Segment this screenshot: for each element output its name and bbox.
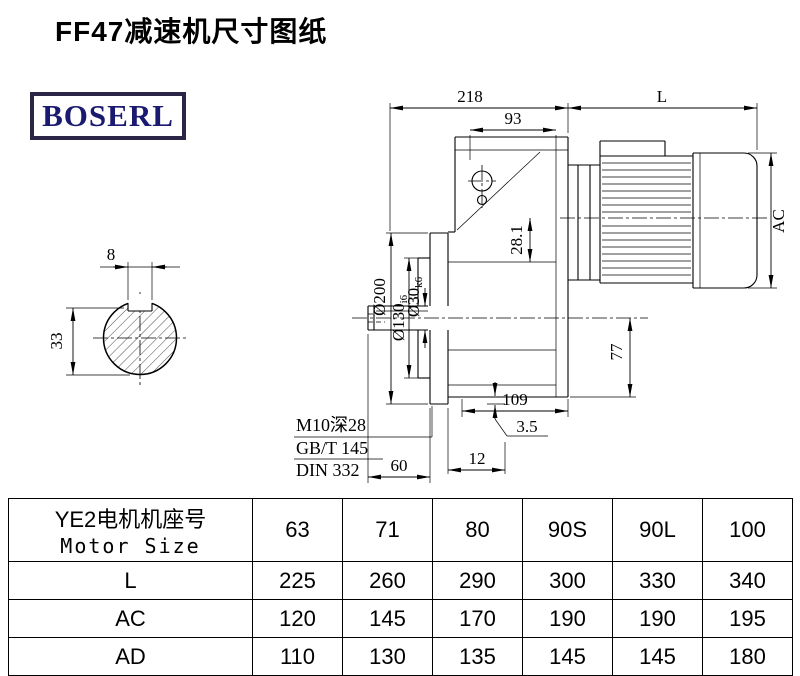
value-cell: 120 bbox=[252, 599, 343, 638]
reducer-side-view: 218 L 93 AC bbox=[294, 87, 788, 483]
size-col-71: 71 bbox=[342, 498, 433, 562]
table-row-AC: AC 120 145 170 190 190 195 bbox=[8, 599, 793, 638]
note-gb: GB/T 145 bbox=[296, 438, 368, 458]
fan-cowl bbox=[693, 152, 758, 289]
dim-lip-thickness: 3.5 bbox=[516, 417, 537, 436]
table-header-row: YE2电机机座号 Motor Size 63 71 80 90S 90L 100 bbox=[8, 498, 793, 562]
dim-motor-length: L bbox=[657, 87, 667, 106]
dim-218: 218 bbox=[389, 87, 569, 231]
gear-housing bbox=[448, 136, 569, 398]
dim-12: 12 bbox=[447, 408, 506, 474]
dim-60: 60 bbox=[367, 334, 431, 483]
motor-size-table: YE2电机机座号 Motor Size 63 71 80 90S 90L 100… bbox=[8, 498, 793, 676]
value-cell: 180 bbox=[702, 637, 793, 676]
mounting-flange bbox=[417, 232, 449, 405]
dim-housing-top: 93 bbox=[505, 109, 522, 128]
dim-28-1: 28.1 bbox=[507, 218, 533, 262]
value-cell: 260 bbox=[342, 561, 433, 600]
size-col-100: 100 bbox=[702, 498, 793, 562]
value-cell: 195 bbox=[702, 599, 793, 638]
motor-adapter bbox=[568, 164, 600, 281]
note-din: DIN 332 bbox=[296, 460, 360, 480]
dim-top-width: 218 bbox=[457, 87, 483, 106]
dim-spigot-diameter: Ø130i6 bbox=[389, 257, 418, 379]
size-col-90S: 90S bbox=[522, 498, 613, 562]
dim-77: 77 bbox=[570, 318, 636, 398]
value-cell: 190 bbox=[522, 599, 613, 638]
dim-bore-text: 28.1 bbox=[507, 225, 526, 255]
dim-AC: AC bbox=[748, 152, 788, 289]
page-title: FF47减速机尺寸图纸 bbox=[55, 16, 328, 47]
dim-3-5: 3.5 bbox=[487, 382, 548, 437]
note-tap: M10深28 bbox=[296, 415, 366, 435]
dim-motor-diameter: AC bbox=[769, 209, 788, 233]
value-cell: 135 bbox=[432, 637, 523, 676]
shaft-section-circle bbox=[102, 300, 178, 376]
dim-93: 93 bbox=[469, 109, 557, 160]
row-label-L: L bbox=[8, 561, 253, 600]
dim-key-height: 33 bbox=[47, 333, 66, 350]
row-label-AD: AD bbox=[8, 637, 253, 676]
dim-shaft-diameter-text: Ø30k6 bbox=[404, 276, 425, 317]
dim-foot-width: 109 bbox=[502, 390, 528, 409]
dim-axis-to-bottom: 77 bbox=[607, 343, 626, 361]
shaft-section-view: 8 33 bbox=[47, 245, 187, 386]
brand-logo: BOSERL bbox=[30, 92, 186, 140]
dim-key-width: 8 bbox=[107, 245, 116, 264]
size-col-63: 63 bbox=[252, 498, 343, 562]
size-col-90L: 90L bbox=[612, 498, 703, 562]
value-cell: 145 bbox=[342, 599, 433, 638]
value-cell: 340 bbox=[702, 561, 793, 600]
value-cell: 300 bbox=[522, 561, 613, 600]
value-cell: 330 bbox=[612, 561, 703, 600]
value-cell: 170 bbox=[432, 599, 523, 638]
row-label-AC: AC bbox=[8, 599, 253, 638]
value-cell: 290 bbox=[432, 561, 523, 600]
value-cell: 190 bbox=[612, 599, 703, 638]
motor-size-header-en: Motor Size bbox=[60, 534, 201, 558]
dim-spigot-diameter-text: Ø130i6 bbox=[389, 294, 410, 341]
dim-flange-diameter: Ø200 bbox=[370, 232, 428, 405]
dim-L: L bbox=[568, 87, 758, 150]
dim-109: 109 bbox=[461, 390, 569, 417]
table-row-AD: AD 110 130 135 145 145 180 bbox=[8, 637, 793, 676]
motor-size-header-cell: YE2电机机座号 Motor Size bbox=[8, 498, 253, 562]
value-cell: 225 bbox=[252, 561, 343, 600]
brand-logo-text: BOSERL bbox=[42, 98, 174, 133]
motor-size-header-cn: YE2电机机座号 bbox=[54, 507, 207, 532]
dim-flange-diameter-text: Ø200 bbox=[370, 278, 389, 316]
dim-shaft-length: 60 bbox=[391, 456, 408, 475]
dim-flange-step: 12 bbox=[469, 449, 486, 468]
technical-drawing: 8 33 bbox=[47, 87, 788, 483]
value-cell: 130 bbox=[342, 637, 433, 676]
tap-hole-notes: M10深28 GB/T 145 DIN 332 bbox=[294, 406, 433, 480]
value-cell: 110 bbox=[252, 637, 343, 676]
dim-shaft-diameter: Ø30k6 bbox=[404, 276, 428, 348]
size-col-80: 80 bbox=[432, 498, 523, 562]
table-row-L: L 225 260 290 300 330 340 bbox=[8, 561, 793, 600]
value-cell: 145 bbox=[612, 637, 703, 676]
value-cell: 145 bbox=[522, 637, 613, 676]
motor bbox=[599, 140, 758, 289]
